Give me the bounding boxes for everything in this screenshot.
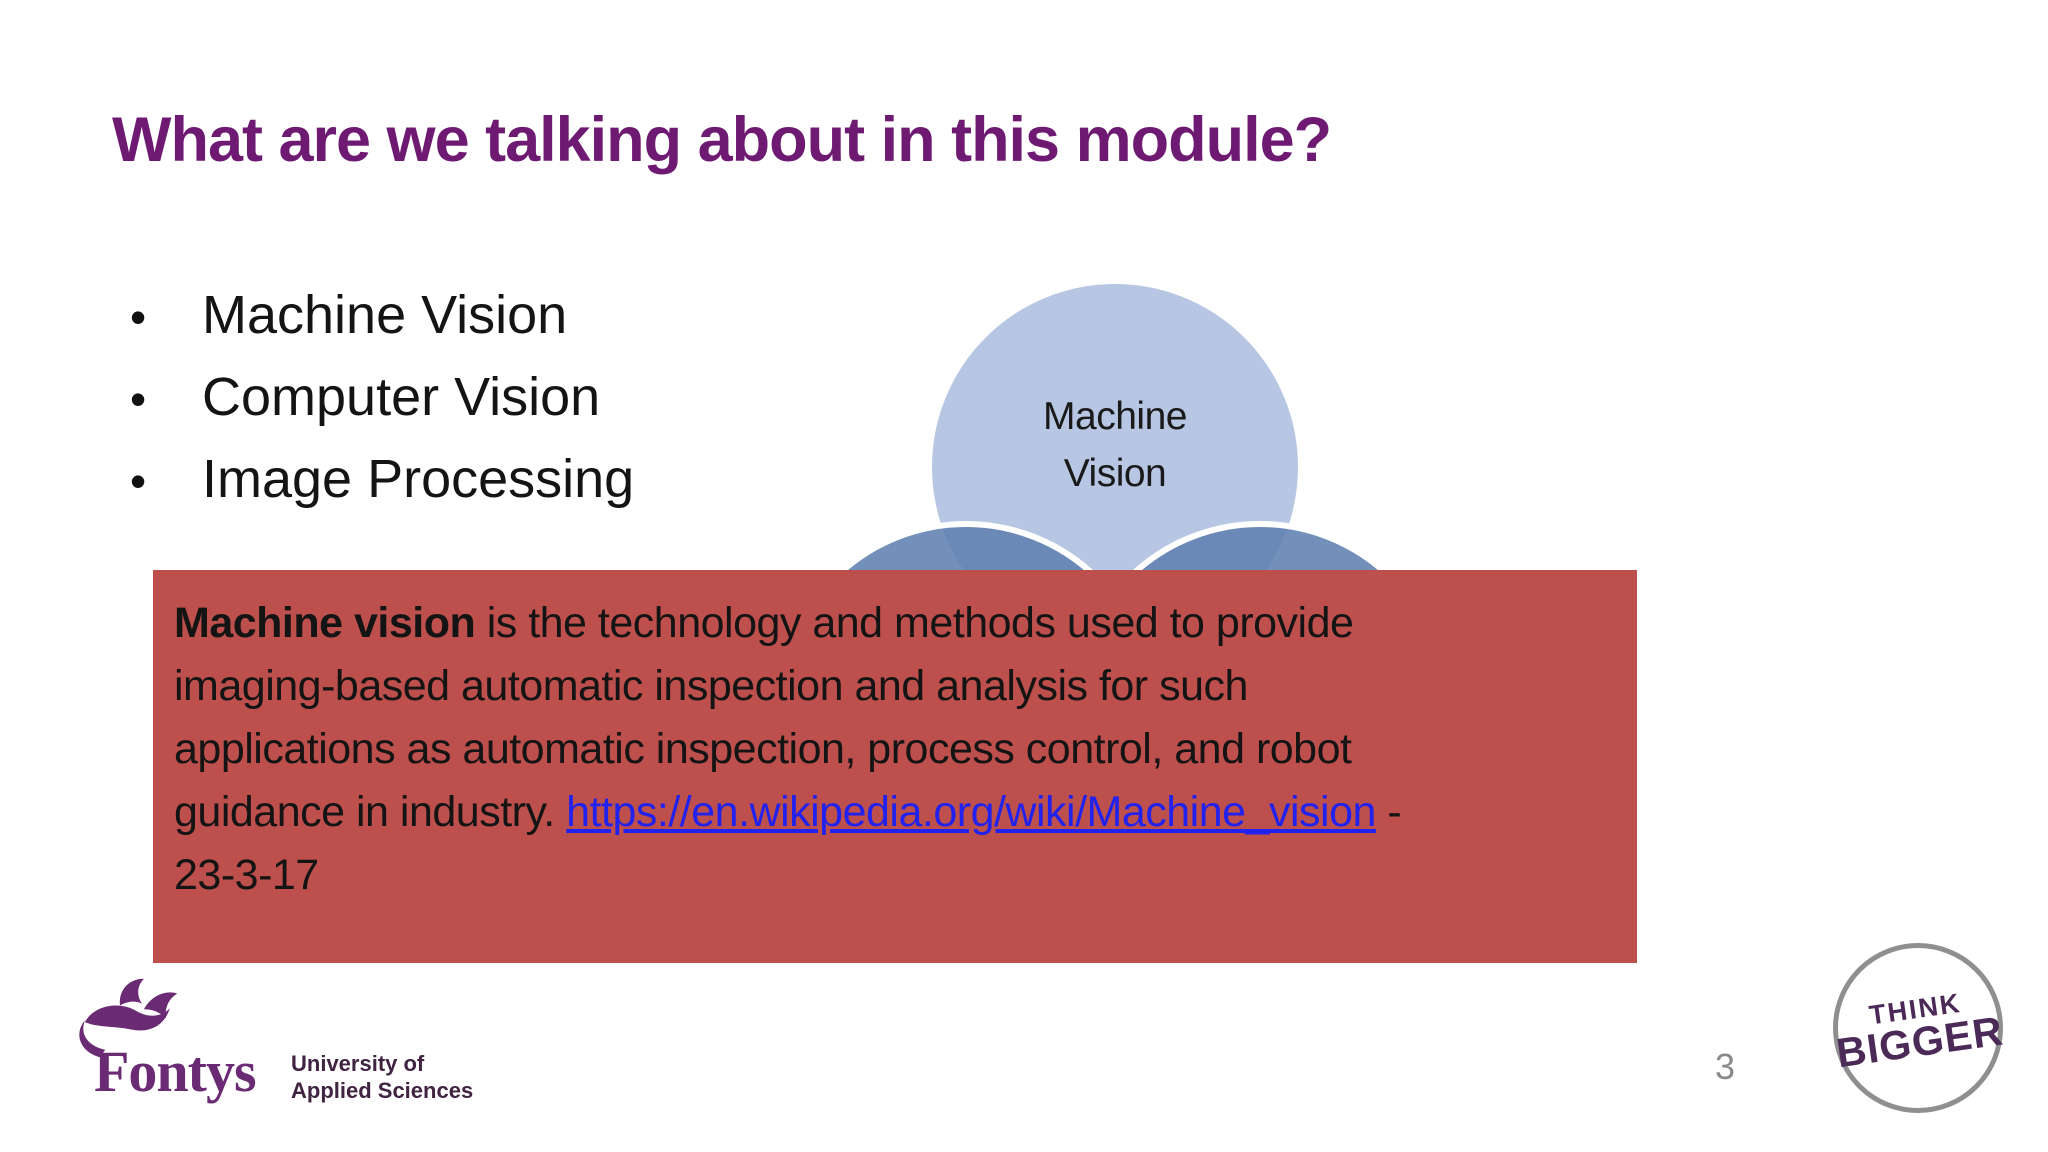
fontys-subtitle-line: Applied Sciences bbox=[291, 1078, 474, 1103]
bullet-icon: • bbox=[130, 291, 147, 343]
definition-text: is the technology and methods used to pr… bbox=[475, 599, 1354, 647]
definition-line: applications as automatic inspection, pr… bbox=[174, 718, 1637, 781]
think-bigger-badge: THINK BIGGER bbox=[1830, 943, 2007, 1113]
definition-text: applications as automatic inspection, pr… bbox=[174, 725, 1352, 773]
fontys-logo-subtitle: University of Applied Sciences bbox=[291, 1050, 473, 1104]
list-item: • Machine Vision bbox=[122, 274, 634, 356]
list-item: • Computer Vision bbox=[122, 356, 634, 438]
slide-title: What are we talking about in this module… bbox=[112, 105, 1332, 175]
definition-text: imaging-based automatic inspection and a… bbox=[174, 662, 1248, 710]
definition-text: guidance in industry. bbox=[174, 788, 567, 836]
definition-text: 23-3-17 bbox=[174, 851, 319, 899]
bullet-label: Machine Vision bbox=[202, 285, 568, 345]
venn-circle-label: Machine Vision bbox=[1043, 395, 1187, 495]
think-bigger-badge-text: THINK BIGGER bbox=[1830, 984, 2007, 1076]
definition-box: Machine vision is the technology and met… bbox=[153, 570, 1637, 963]
fontys-subtitle-line: University of bbox=[291, 1051, 425, 1076]
page-number: 3 bbox=[1714, 1046, 1736, 1087]
fontys-swoosh-icon bbox=[79, 978, 178, 1058]
definition-line: guidance in industry. https://en.wikiped… bbox=[174, 781, 1637, 844]
list-item: • Image Processing bbox=[122, 438, 634, 520]
definition-line: Machine vision is the technology and met… bbox=[174, 592, 1637, 655]
definition-lead-bold: Machine vision bbox=[174, 599, 476, 647]
bullet-label: Computer Vision bbox=[202, 367, 601, 427]
bullet-icon: • bbox=[130, 373, 147, 425]
bullet-label: Image Processing bbox=[202, 449, 635, 509]
bullet-list: • Machine Vision • Computer Vision • Ima… bbox=[122, 274, 634, 520]
bullet-icon: • bbox=[130, 455, 147, 507]
definition-line: 23-3-17 bbox=[174, 844, 1637, 907]
wikipedia-link[interactable]: https://en.wikipedia.org/wiki/Machine_vi… bbox=[566, 788, 1376, 836]
fontys-logo-text: Fontys bbox=[94, 1039, 257, 1104]
definition-text: - bbox=[1375, 788, 1402, 836]
definition-line: imaging-based automatic inspection and a… bbox=[174, 655, 1637, 718]
